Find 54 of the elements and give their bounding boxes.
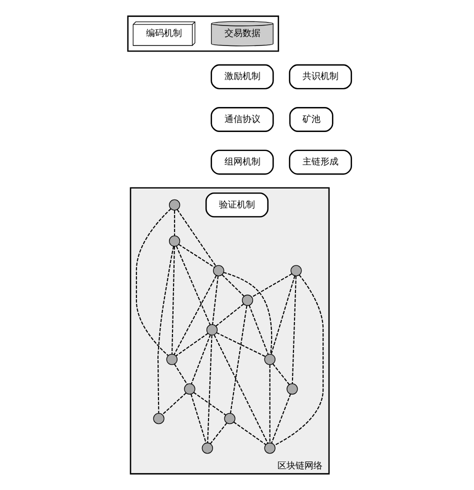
connector: [216, 332, 266, 357]
node-circle: [213, 265, 224, 276]
node-box: 主链形成: [288, 150, 352, 175]
node-box: 组网机制: [210, 150, 274, 175]
connector: [252, 273, 292, 298]
connector: [174, 364, 188, 385]
connector: [222, 274, 244, 296]
cluster: [127, 16, 280, 52]
connector: [271, 394, 292, 444]
connector: [214, 334, 268, 444]
node-circle: [242, 294, 254, 306]
connector: [176, 209, 216, 266]
connector: [193, 392, 226, 416]
connector: [210, 422, 228, 444]
node-box: 验证机制: [205, 192, 269, 218]
connector: [274, 274, 324, 446]
node-circle: [290, 265, 302, 276]
node-circle: [224, 412, 236, 424]
node-circle: [264, 442, 276, 454]
node-circle: [202, 442, 213, 454]
node-box: 矿池: [289, 107, 334, 132]
node-circle: [264, 354, 276, 365]
connector: [223, 272, 272, 354]
node-circle: [286, 383, 298, 395]
connector: [157, 246, 174, 414]
node-circle: [166, 354, 178, 365]
connector: [272, 364, 290, 385]
connector: [269, 364, 270, 443]
connector: [174, 210, 176, 236]
node-circle: [168, 236, 180, 247]
connector: [248, 305, 269, 355]
connector: [270, 276, 296, 354]
connector: [174, 275, 217, 355]
node-circle: [168, 199, 180, 211]
connector: [207, 335, 212, 443]
connector: [233, 422, 266, 446]
connector: [176, 246, 211, 326]
connector: [292, 276, 297, 384]
node-box: 激励机制: [210, 64, 274, 90]
connector: [178, 244, 215, 268]
node-box: 共识机制: [288, 64, 352, 90]
connector: [176, 332, 208, 356]
connector: [190, 394, 206, 443]
connector: [136, 208, 172, 356]
connector: [212, 276, 219, 325]
connector: [162, 392, 186, 415]
connector: [190, 334, 211, 384]
connector: [172, 246, 175, 354]
connector: [230, 306, 248, 414]
connector: [216, 304, 244, 326]
node-box: 通信协议: [210, 107, 274, 132]
node-circle: [153, 412, 164, 424]
node-circle: [184, 383, 196, 395]
node-circle: [206, 324, 218, 336]
